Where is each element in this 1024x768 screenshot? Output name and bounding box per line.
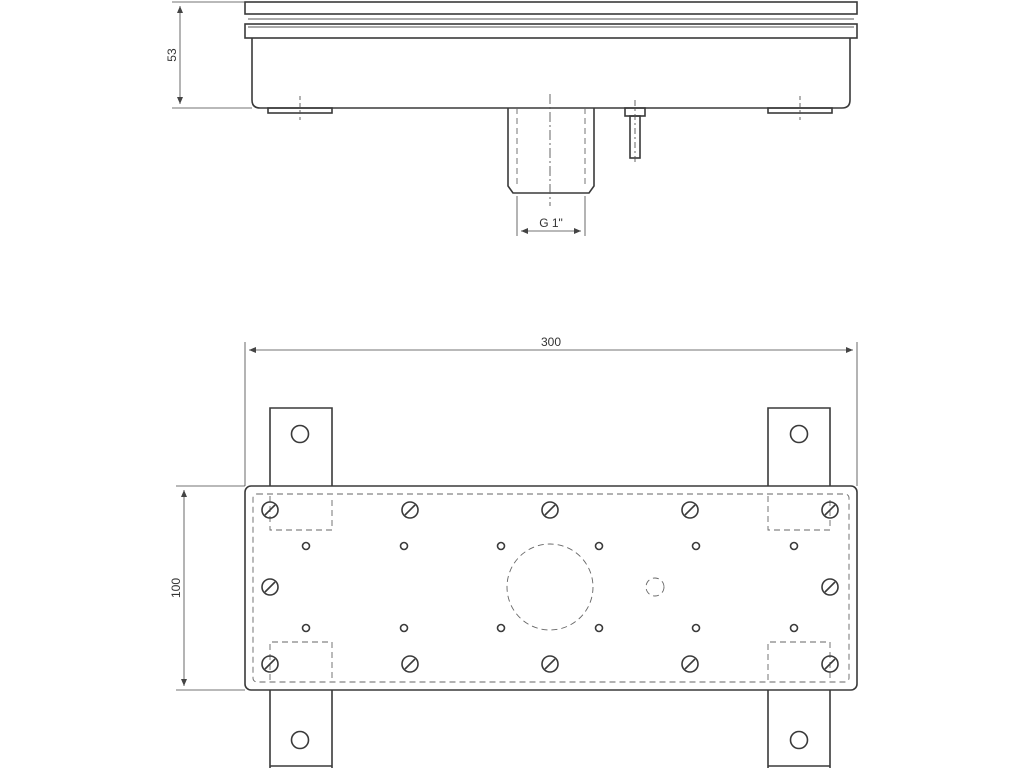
small-hole-icon [301, 541, 311, 551]
small-hole-icon [594, 623, 604, 633]
lug-bottom-right [767, 690, 831, 768]
hidden-lug-tl [269, 496, 333, 531]
small-hole-icon [691, 623, 701, 633]
dim-300-label: 300 [541, 335, 561, 349]
lug-bottom-left [269, 690, 333, 768]
lug-top-right [767, 407, 831, 486]
small-hole-icon [789, 541, 799, 551]
dim-53-label: 53 [165, 48, 179, 62]
outlet-pipe [507, 108, 595, 194]
screw-icon [541, 655, 559, 673]
lug-top-left [269, 407, 333, 486]
side-grate-frame [244, 23, 858, 39]
cover-plate [244, 485, 858, 691]
hidden-lug-br [767, 641, 831, 680]
small-holes [301, 541, 799, 633]
dim-100-label: 100 [169, 578, 183, 598]
screw-icon [401, 655, 419, 673]
screws [261, 501, 839, 673]
screw-icon [541, 501, 559, 519]
small-hole-icon [789, 623, 799, 633]
hidden-lug-tr [767, 496, 831, 531]
lug-hole-icon [789, 730, 809, 750]
side-view: 53 G 1" [165, 1, 858, 236]
small-hole-icon [399, 623, 409, 633]
screw-icon [821, 578, 839, 596]
side-body [251, 38, 851, 109]
lug-hole-icon [789, 424, 809, 444]
screw-icon [401, 501, 419, 519]
hidden-outlet-circle [506, 543, 594, 631]
screw-icon [821, 501, 839, 519]
small-hole-icon [496, 623, 506, 633]
screw-icon [261, 501, 279, 519]
screw-icon [681, 655, 699, 673]
small-hole-icon [496, 541, 506, 551]
screw-icon [261, 578, 279, 596]
side-top-flange [244, 1, 858, 15]
lug-hole-icon [290, 424, 310, 444]
dim-g1-label: G 1" [539, 216, 563, 230]
screw-icon [681, 501, 699, 519]
small-hole-icon [399, 541, 409, 551]
screw-icon [821, 655, 839, 673]
top-view: 300 100 [169, 335, 858, 768]
screw-icon [261, 655, 279, 673]
hidden-lug-bl [269, 641, 333, 680]
small-hole-icon [691, 541, 701, 551]
small-hole-icon [301, 623, 311, 633]
lug-hole-icon [290, 730, 310, 750]
small-hole-icon [594, 541, 604, 551]
cover-plate-hidden-edge [252, 493, 850, 683]
hidden-stud-circle [645, 577, 665, 597]
